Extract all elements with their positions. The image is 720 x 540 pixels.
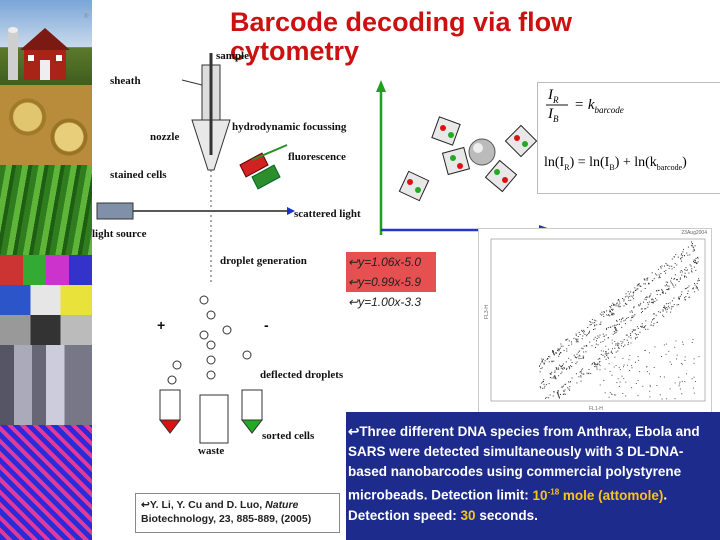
sorted-cells-label: sorted cells xyxy=(262,430,315,442)
barn-photo xyxy=(0,0,92,85)
ratio-rhs: = kbarcode xyxy=(574,97,624,115)
scatter-points xyxy=(490,238,706,402)
bead-axes-illustration xyxy=(375,80,555,240)
flow-cytometer-diagram: + - sample sheath nozzle hydrodynamic fo… xyxy=(92,45,382,460)
ratio-numerator: IR xyxy=(548,87,559,105)
detection-speed-value: 30 xyxy=(460,507,476,523)
micro-pillars-photo xyxy=(0,345,92,425)
detection-limit-value: 10-18 mole (attomole) xyxy=(532,487,664,503)
light-source-label: light source xyxy=(92,228,147,240)
slide-title: Barcode decoding via flow cytometry xyxy=(230,7,573,66)
regression-legend: ↩y=1.06x-5.0 ↩y=0.99x-5.9 ↩y=1.00x-3.3 xyxy=(346,252,436,312)
hay-bales-photo xyxy=(0,85,92,165)
waste-label: waste xyxy=(198,445,225,457)
hydrodynamic-focussing-label: hydrodynamic focussing xyxy=(232,121,347,133)
sheath-label: sheath xyxy=(110,75,141,87)
legend-item-1: ↩y=1.06x-5.0 xyxy=(346,252,436,272)
legend-item-2: ↩y=0.99x-5.9 xyxy=(346,272,436,292)
droplet-generation-label: droplet generation xyxy=(220,255,307,267)
nozzle-label: nozzle xyxy=(150,131,180,143)
legend-item-3: ↩y=1.00x-3.3 xyxy=(346,292,436,312)
deflected-droplets-label: deflected droplets xyxy=(260,369,344,381)
crop-field-photo xyxy=(0,165,92,255)
svg-text:+: + xyxy=(157,317,165,333)
microarray-chips-photo xyxy=(0,255,92,345)
scattered-light-label: scattered light xyxy=(294,208,361,220)
summary-text: ↩Three different DNA species from Anthra… xyxy=(348,422,716,530)
nanoarray-grid-photo xyxy=(0,425,92,540)
log-equation: ln(IR) = ln(IB) + ln(kbarcode) xyxy=(544,155,687,172)
plot-xlabel: FL1-H xyxy=(589,406,603,412)
fluorescence-label: fluorescence xyxy=(288,151,346,163)
svg-text:-: - xyxy=(264,317,269,333)
registered-mark: ® xyxy=(84,14,89,20)
flow-cytometry-scatter-plot: 23Aug2004 FL3-H FL1-H xyxy=(478,228,712,414)
ratio-denominator: IB xyxy=(548,106,559,124)
decorative-image-strip xyxy=(0,0,92,540)
cytometer-drawing: + - xyxy=(96,53,295,444)
plot-header: 23Aug2004 xyxy=(681,230,707,236)
stained-cells-label: stained cells xyxy=(110,169,167,181)
sample-label: sample xyxy=(216,50,249,62)
barcode-equation-box: IR IB = kbarcode ln(IR) = ln(IB) + ln(kb… xyxy=(537,82,720,194)
